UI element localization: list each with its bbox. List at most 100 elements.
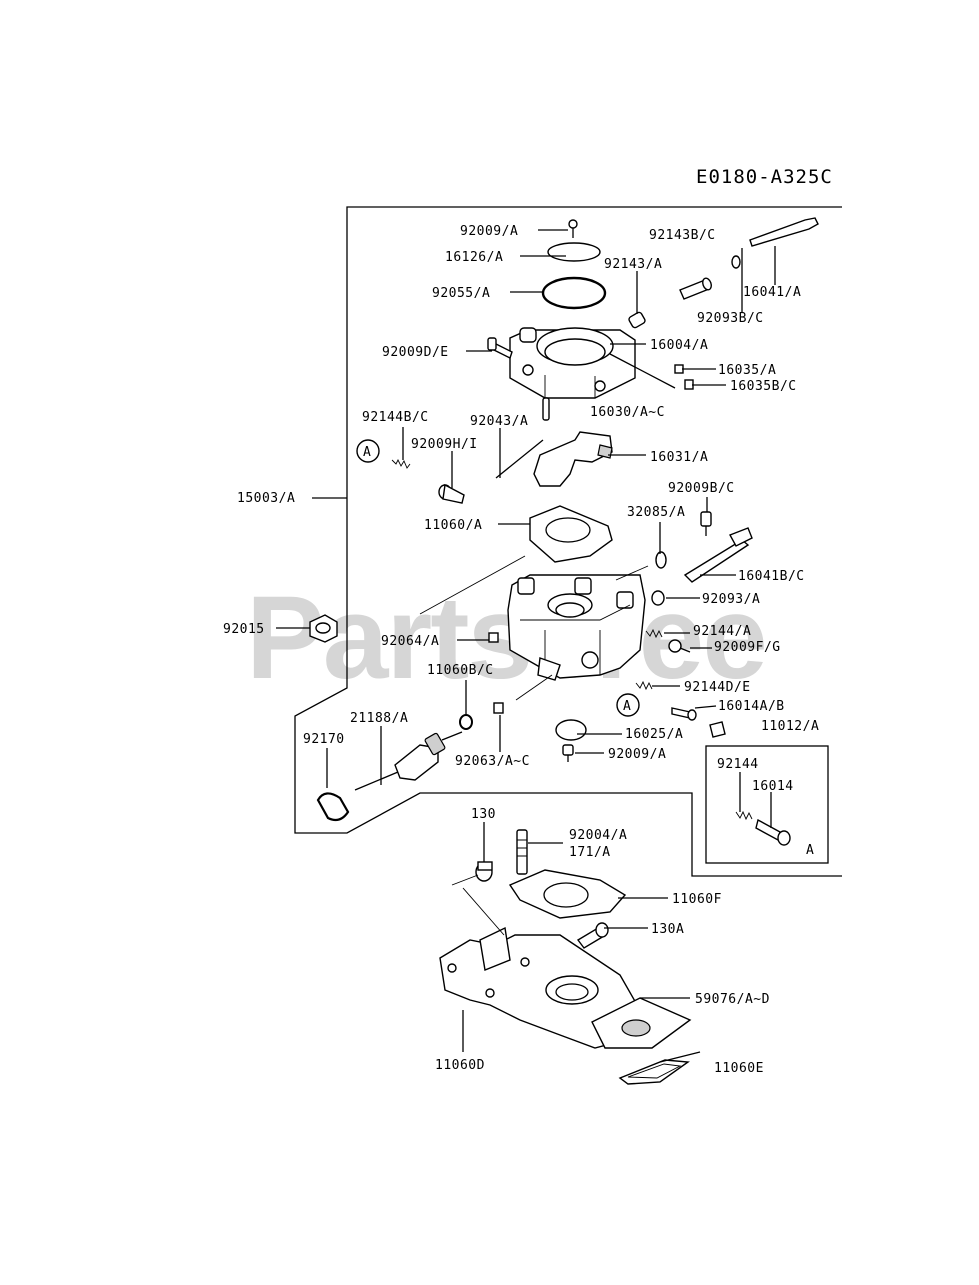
callout: 92093/A [702,592,760,607]
inset-screw-16014[interactable] [755,818,791,846]
callout: 11060E [714,1061,764,1076]
screw-92009bc[interactable] [700,511,712,536]
callout: 92004/A [569,828,627,843]
needle-16030[interactable] [609,353,676,389]
callout: 32085/A [627,505,685,520]
callout: 16014A/B [718,699,785,714]
jet-92063[interactable] [493,702,504,714]
screw-92009hi[interactable] [438,483,465,504]
upper-body-16004a[interactable] [509,327,636,399]
callout: 16014 [752,779,794,794]
clamp-92170[interactable] [316,792,350,822]
gasket-16025a[interactable] [555,719,587,741]
ref-marker-a-1: A [356,439,380,463]
stud-92004a[interactable] [516,829,528,875]
callout: 11060F [672,892,722,907]
jet-16035a[interactable] [674,364,684,374]
pipe-92143bc[interactable] [679,277,713,300]
callout: 92009/A [460,224,518,239]
callout: 16041B/C [738,569,805,584]
solenoid-21188a[interactable] [354,731,463,791]
callout: 16126/A [445,250,503,265]
ref-marker-a-2: A [616,693,640,717]
callout: 15003/A [237,491,295,506]
jet-16035bc[interactable] [684,379,694,390]
screw-92009a-bottom[interactable] [562,744,574,762]
callout: 92009/A [608,747,666,762]
carb-body-11060bc[interactable] [507,574,646,681]
callout: 11060/A [424,518,482,533]
callout: 171/A [569,845,611,860]
callout: 92143B/C [649,228,716,243]
shaft-16041a[interactable] [749,217,819,247]
bolt-130[interactable] [475,861,493,882]
callout: 92170 [303,732,345,747]
float-16031a[interactable] [533,431,613,487]
callout: 59076/A~D [695,992,770,1007]
spring-92144bc[interactable] [391,458,411,469]
pin-92043-float[interactable] [495,439,544,479]
screw-92009de[interactable] [487,337,513,359]
callout: 92063/A~C [455,754,530,769]
nut-92015[interactable] [309,614,338,643]
callout: 92015 [223,622,265,637]
manifold-11060d[interactable] [439,926,641,1049]
screw-92009a-top[interactable] [568,219,578,238]
diaphragm-16126a[interactable] [547,242,601,262]
callout: 92009D/E [382,345,449,360]
diagram-code: E0180-A325C [696,166,833,188]
callout: 92055/A [432,286,490,301]
callout: 16025/A [625,727,683,742]
svg-text:A: A [363,445,371,460]
spring-92144a[interactable] [645,628,663,639]
callout: 92009B/C [668,481,735,496]
callout: 92064/A [381,634,439,649]
spring-92144de[interactable] [635,680,653,691]
callout: 11012/A [761,719,819,734]
assembly-frame [294,206,842,877]
callout: 16030/A~C [590,405,665,420]
inset-tag: A [806,843,814,858]
callout: 16035/A [718,363,776,378]
clip-32085a[interactable] [655,551,667,569]
screw-92009fg[interactable] [668,639,691,653]
screw-16014ab[interactable] [671,707,697,721]
callout: 130A [651,922,684,937]
pipe-92143a[interactable] [628,311,646,329]
callout: 92144B/C [362,410,429,425]
ring-92093a[interactable] [651,590,665,606]
inset-box [705,745,829,864]
callout: 92043/A [470,414,528,429]
callout: 92009F/G [714,640,781,655]
callout-labels: 92009/A 16126/A 92055/A 92009D/E 92143B/… [223,224,819,1076]
plate-59076[interactable] [591,997,692,1049]
gasket-11060f[interactable] [508,869,627,919]
callout: 16035B/C [730,379,797,394]
shaft-16041bc[interactable] [683,527,753,583]
ring-11060bc[interactable] [459,714,473,730]
callout: 92143/A [604,257,662,272]
callout: 92144/A [693,624,751,639]
callout: 92009H/I [411,437,478,452]
callout: 16004/A [650,338,708,353]
gasket-11060a[interactable] [529,505,613,563]
jet-92064a[interactable] [488,632,499,643]
o-ring-92055a[interactable] [541,276,607,310]
jet-92043a[interactable] [542,397,550,421]
callout: 92144 [717,757,759,772]
callout: 11060B/C [427,663,494,678]
callout: 16031/A [650,450,708,465]
bolt-130a[interactable] [576,922,609,949]
callout: 21188/A [350,711,408,726]
svg-text:A: A [623,699,631,714]
callout: 16041/A [743,285,801,300]
callout: 130 [471,807,496,822]
leader-lines [276,229,776,1063]
gasket-11060e[interactable] [618,1059,690,1085]
fitting-11012a[interactable] [709,721,726,738]
ring-92093bc[interactable] [731,255,741,269]
gasket-11060a-hole [545,517,591,543]
inset-spring-92144[interactable] [735,810,753,821]
